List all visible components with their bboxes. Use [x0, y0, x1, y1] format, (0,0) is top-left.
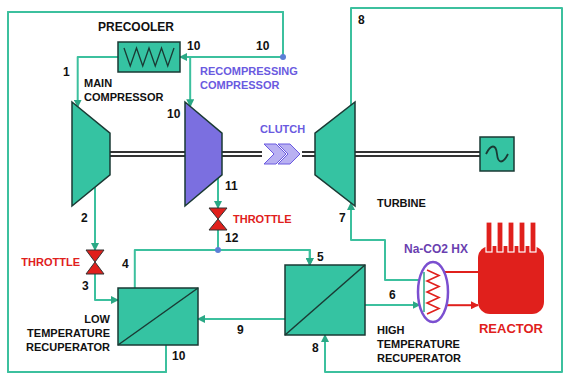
node-label: HIGH TEMPERATURE RECUPERATOR: [377, 323, 477, 365]
co2-flow-line: [218, 178, 219, 208]
state-point-number: 6: [388, 289, 397, 302]
co2-flow-line: [198, 318, 285, 319]
reactor-shape: [478, 236, 544, 314]
state-point-number: 1: [62, 66, 71, 79]
co2-flow-line: [365, 304, 420, 305]
state-point-number: 10: [255, 40, 270, 53]
state-point-number: 10: [186, 40, 201, 53]
clutch: CLUTCH: [262, 144, 302, 164]
state-point-number: 9: [236, 324, 245, 337]
state-point-number: 10: [171, 350, 186, 363]
turbine: TURBINE: [315, 102, 355, 206]
shaft: [110, 154, 185, 155]
state-point-number: 11: [224, 180, 239, 193]
precooler-shape: [118, 42, 180, 72]
state-point-number: 4: [121, 258, 130, 271]
recuperator: LOW TEMPERATURE RECUPERATOR: [118, 288, 198, 345]
generator-symbol: [486, 147, 508, 162]
node-label: TURBINE: [377, 196, 426, 210]
node-label: RECOMPRESSING COMPRESSOR: [200, 64, 312, 92]
co2-flow-line: [218, 230, 310, 265]
throttle-valve: THROTTLE: [209, 208, 227, 230]
recompressing-compressor: RECOMPRESSING COMPRESSOR: [185, 102, 222, 206]
shaft: [302, 154, 315, 155]
generator: [480, 137, 514, 171]
state-point-number: 2: [80, 212, 89, 225]
recuperator: HIGH TEMPERATURE RECUPERATOR: [285, 265, 365, 335]
co2-flow-line: [135, 250, 310, 288]
main-compressor-shape: [72, 102, 110, 206]
node-label: PRECOOLER: [98, 20, 174, 34]
recuperator-shape: [285, 265, 365, 335]
state-point-number: 3: [81, 280, 90, 293]
turbine-shape: [315, 102, 355, 206]
reactor: REACTOR: [478, 236, 544, 314]
sodium-loop: [444, 271, 478, 272]
node-label: THROTTLE: [233, 212, 292, 226]
shaft: [222, 154, 262, 155]
node-label: MAIN COMPRESSOR: [84, 76, 174, 104]
recuperator-shape: [118, 288, 198, 345]
co2-flow-line: [95, 274, 118, 300]
junction-dot: [215, 247, 221, 253]
state-point-number: 8: [311, 342, 320, 355]
node-label: REACTOR: [468, 322, 554, 336]
heat-exchanger-shape: [418, 262, 448, 322]
heat-exchanger: Na-CO2 HX: [418, 262, 448, 322]
junction-dot: [280, 54, 286, 60]
shaft: [355, 153, 480, 155]
node-label: THROTTLE: [10, 255, 80, 269]
co2-flow-line: [95, 187, 96, 250]
sodium-loop: [447, 305, 479, 306]
precooler: PRECOOLER: [118, 42, 180, 72]
state-point-number: 5: [316, 251, 325, 264]
node-label: LOW TEMPERATURE RECUPERATOR: [14, 312, 110, 354]
throttle-valve: THROTTLE: [86, 250, 104, 274]
state-point-number: 12: [224, 232, 239, 245]
node-label: Na-CO2 HX: [404, 242, 468, 256]
main-compressor: MAIN COMPRESSOR: [72, 102, 110, 206]
state-point-number: 8: [357, 14, 366, 27]
state-point-number: 10: [166, 108, 181, 121]
throttle-valve-shape: [86, 250, 104, 274]
recompressing-compressor-shape: [185, 102, 222, 206]
shaft: [355, 151, 480, 157]
clutch-shape: [262, 144, 302, 164]
state-point-number: 7: [338, 212, 347, 225]
throttle-valve-shape: [209, 208, 227, 230]
node-label: CLUTCH: [260, 122, 305, 136]
